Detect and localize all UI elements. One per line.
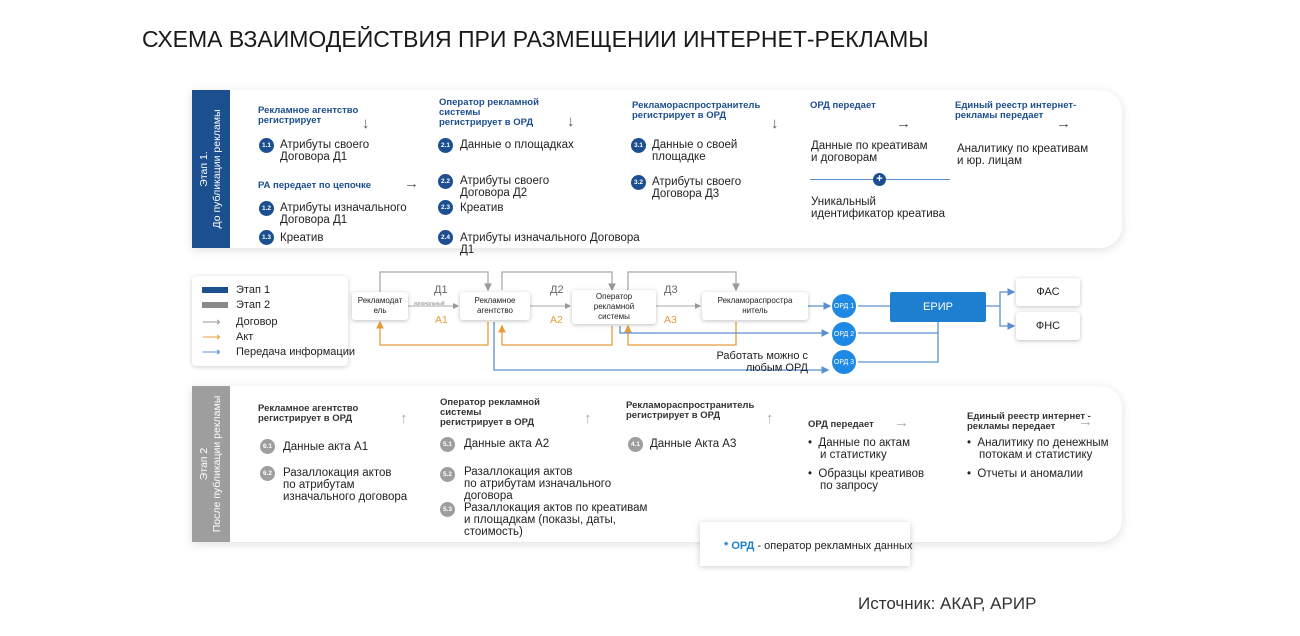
step-badge: 2.1 [438,138,453,153]
act-a2-label: А2 [550,314,563,326]
down-arrow-icon: ↓ [771,115,779,132]
legend-stage2: Этап 2 [202,299,270,311]
contract-d3-label: Д3 [664,284,678,296]
stage2-panel [192,386,1122,542]
step-badge: 5.2 [440,467,455,482]
s2-col5-header: Единый реестр интернет -рекламы передает [967,411,1091,432]
step-badge: 2.3 [438,200,453,215]
legend-info: ⟶Передача информации [202,344,355,359]
down-arrow-icon: ↓ [362,115,370,132]
ord-node-3[interactable]: ОРД 3 [832,350,856,374]
step-badge: 1.1 [259,138,274,153]
contract-d1-label: Д1 [434,284,448,296]
s1-item-2-1: Данные о площадках [460,139,574,151]
legend-contract: ⟶Договор [202,314,278,329]
stage1-panel [192,90,1122,248]
legend-stage1: Этап 1 [202,284,270,296]
s1-item-1-3: Креатив [280,232,324,244]
s2-item-4-1: Данные Акта А3 [650,438,737,450]
step-badge: 6.2 [260,466,275,481]
footnote-abbr: * ОРД [724,540,755,552]
s1-col1-subheader: РА передает по цепочке [258,180,372,191]
right-arrow-icon: → [1078,413,1093,430]
down-arrow-icon: ↓ [567,113,575,130]
step-badge: 5.1 [440,437,455,452]
step-badge: 6.1 [260,439,275,454]
s2-col4-header: ОРД передает [808,419,874,430]
up-arrow-icon: ↑ [584,410,592,427]
step-badge: 5.3 [440,502,455,517]
step-badge: 3.2 [631,175,646,190]
legend: Этап 1 Этап 2 ⟶Договор ⟶Акт ⟶Передача ин… [192,276,355,366]
s1-col5-header: Единый реестр интернет-рекламы передает [955,100,1077,121]
ord-node-2[interactable]: ОРД 2 [832,322,856,346]
step-badge: 3.1 [631,138,646,153]
legend-act: ⟶Акт [202,329,254,344]
up-arrow-icon: ↑ [400,410,408,427]
step-badge: 4.1 [628,437,643,452]
act-a3-label: А3 [664,314,677,326]
contract-d1-small: изначальный [414,301,445,307]
page-title: СХЕМА ВЗАИМОДЕЙСТВИЯ ПРИ РАЗМЕЩЕНИИ ИНТЕ… [142,26,929,52]
fas-node[interactable]: ФАС [1016,278,1080,306]
right-arrow-icon: → [894,414,909,431]
s1-item-2-3: Креатив [460,202,504,214]
erir-node[interactable]: ЕРИР [890,292,986,322]
right-arrow-icon: → [1056,115,1071,132]
contract-d2-label: Д2 [550,284,564,296]
plus-icon: + [873,173,886,186]
right-arrow-icon: → [896,115,911,132]
s2-item-5-1: Данные акта А2 [464,438,550,450]
ord-node-1[interactable]: ОРД 1 [832,294,856,318]
act-a1-label: А1 [435,314,448,326]
step-badge: 2.4 [438,230,453,245]
source-caption: Источник: АКАР, АРИР [858,594,1037,613]
right-arrow-icon: → [404,175,419,192]
s2-item-6-1: Данные акта А1 [283,441,369,453]
s1-col4-header: ОРД передает [810,100,876,111]
step-badge: 1.2 [259,201,274,216]
s2-col5-bullet2: • Отчеты и аномалии [967,468,1083,480]
ord-footnote: * ОРД - оператор рекламных данных [700,522,913,566]
step-badge: 1.3 [259,230,274,245]
fns-node[interactable]: ФНС [1016,312,1080,340]
footnote-text: - оператор рекламных данных [754,540,913,552]
step-badge: 2.2 [438,174,453,189]
up-arrow-icon: ↑ [766,410,774,427]
stage1-bar: Этап 1.До публикации рекламы [192,90,230,248]
